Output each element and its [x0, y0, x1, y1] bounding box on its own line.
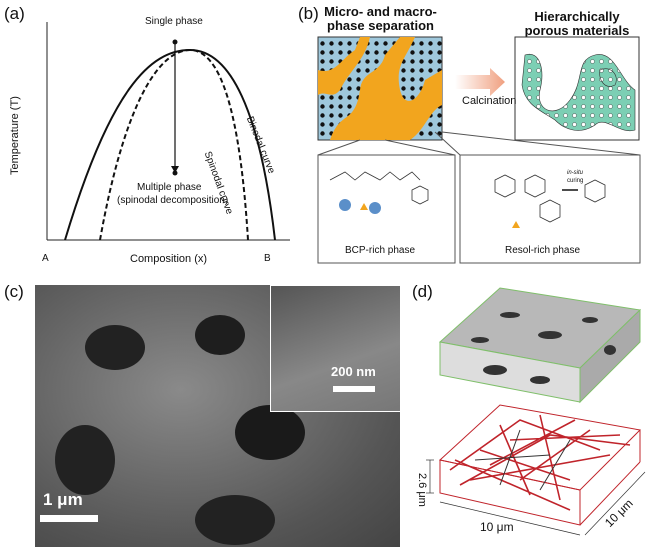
calcination-arrow	[455, 68, 505, 96]
phase-separation-image	[317, 36, 443, 141]
right-title-line2: porous materials	[524, 23, 630, 38]
bcp-rich-label: BCP-rich phase	[345, 245, 416, 256]
panel-c-label: (c)	[4, 282, 24, 301]
spinodal-curve	[99, 48, 249, 241]
inset-scale-bar	[333, 386, 375, 392]
in-situ-label: in-situ	[567, 170, 584, 176]
left-title-line1: Micro- and macro-	[324, 4, 437, 19]
right-title-line1: Hierarchically	[534, 9, 620, 24]
x-label-a: A	[42, 253, 49, 264]
porous-image	[514, 36, 640, 141]
resol-structure	[494, 174, 606, 223]
resol-box	[459, 154, 641, 264]
panel-b-label: (b)	[298, 4, 319, 23]
phase-diagram	[46, 22, 290, 241]
inset-scale-label: 200 nm	[331, 364, 376, 379]
panel-d-label: (d)	[412, 282, 433, 301]
y-axis-label: Temperature (T)	[9, 96, 21, 175]
multiple-phase-label: Multiple phase	[137, 182, 202, 193]
binodal-curve	[64, 48, 276, 241]
left-title: Micro- and macro-phase separation	[318, 5, 443, 33]
left-title-line2: phase separation	[327, 18, 434, 33]
network-box	[438, 404, 642, 526]
calcination-label: Calcination	[462, 95, 517, 107]
single-phase-label: Single phase	[145, 16, 203, 27]
3d-reconstructions	[426, 287, 646, 536]
height-label: 2.6 μm	[416, 473, 428, 507]
arrow-head	[171, 166, 179, 173]
main-scale-bar	[40, 515, 98, 522]
dimension-lines	[426, 459, 646, 536]
metal-ion	[369, 202, 381, 214]
sem-image: 200 nm 1 μm	[35, 285, 400, 547]
main-scale-label: 1 μm	[43, 490, 83, 509]
width-label: 10 μm	[480, 520, 514, 534]
bcp-structure	[329, 171, 429, 205]
resol-rich-label: Resol-rich phase	[505, 245, 581, 256]
inset-image: 200 nm	[270, 285, 400, 412]
curing-label: curing	[567, 178, 584, 184]
schematic	[317, 36, 641, 264]
triangle-marker	[512, 221, 520, 228]
triangle-marker	[360, 203, 368, 210]
panel-a-label: (a)	[4, 4, 25, 23]
spinodal-decomposition-label: (spinodal decomposition)	[117, 195, 229, 206]
metal-ion	[339, 199, 351, 211]
x-axis-label: Composition (x)	[130, 253, 208, 265]
x-label-b: B	[264, 253, 271, 264]
pore-volume-box	[438, 287, 642, 404]
